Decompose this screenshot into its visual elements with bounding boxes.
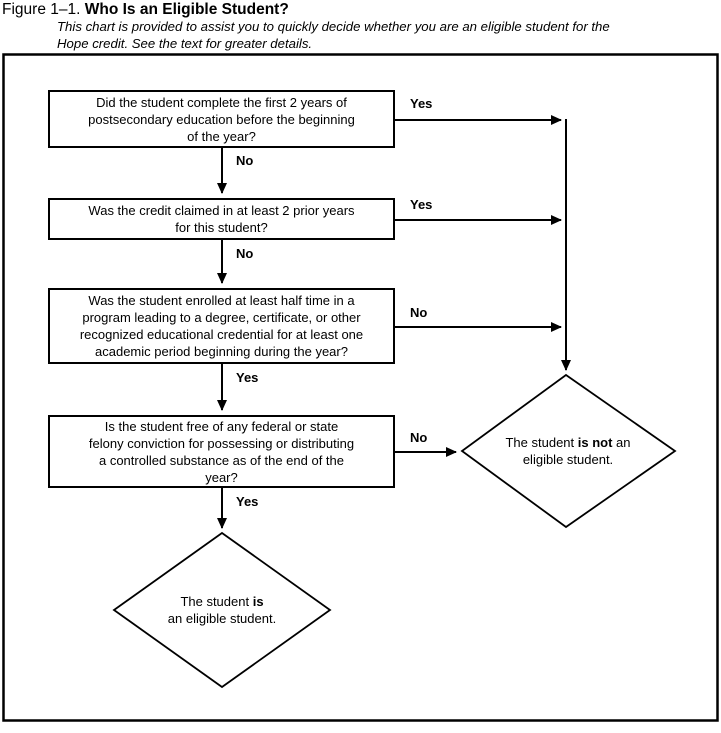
edge-label-q4-no: No <box>410 430 428 445</box>
edge-label-q2-no: No <box>236 246 254 261</box>
question-box-q2: Was the credit claimed in at least 2 pri… <box>48 198 395 240</box>
figure-subtitle: This chart is provided to assist you to … <box>57 19 610 51</box>
edge-label-q1-yes: Yes <box>410 96 433 111</box>
question-box-q3: Was the student enrolled at least half t… <box>48 288 395 364</box>
diamond-not-eligible <box>460 373 677 529</box>
question-box-q1: Did the student complete the first 2 yea… <box>48 90 395 148</box>
figure-heading: Figure 1–1. Who Is an Eligible Student? <box>2 1 289 19</box>
figure-border <box>2 53 719 722</box>
outcome-eligible-pre: The student <box>180 594 253 609</box>
question-box-q4: Is the student free of any federal or st… <box>48 415 395 488</box>
edge-label-q1-no: No <box>236 153 254 168</box>
outcome-eligible-bold: is <box>252 594 264 609</box>
outcome-not-eligible-text: The student is not an eligible student. <box>458 434 678 468</box>
edge-label-q2-yes: Yes <box>410 197 433 212</box>
figure-label: Figure 1–1. <box>2 1 81 18</box>
outcome-eligible-post: an eligible student. <box>167 611 277 626</box>
outcome-not-eligible-pre: The student <box>505 435 578 450</box>
edge-label-q4-yes: Yes <box>236 494 259 509</box>
edge-label-q3-no: No <box>410 305 428 320</box>
edge-label-q3-yes: Yes <box>236 370 259 385</box>
outcome-not-eligible-bold: is not <box>577 435 613 450</box>
figure-title: Who Is an Eligible Student? <box>84 1 289 18</box>
diamond-eligible <box>112 531 332 689</box>
outcome-eligible-text: The student is an eligible student. <box>112 593 332 627</box>
outcome-not-eligible-post: an eligible student. <box>522 435 631 467</box>
